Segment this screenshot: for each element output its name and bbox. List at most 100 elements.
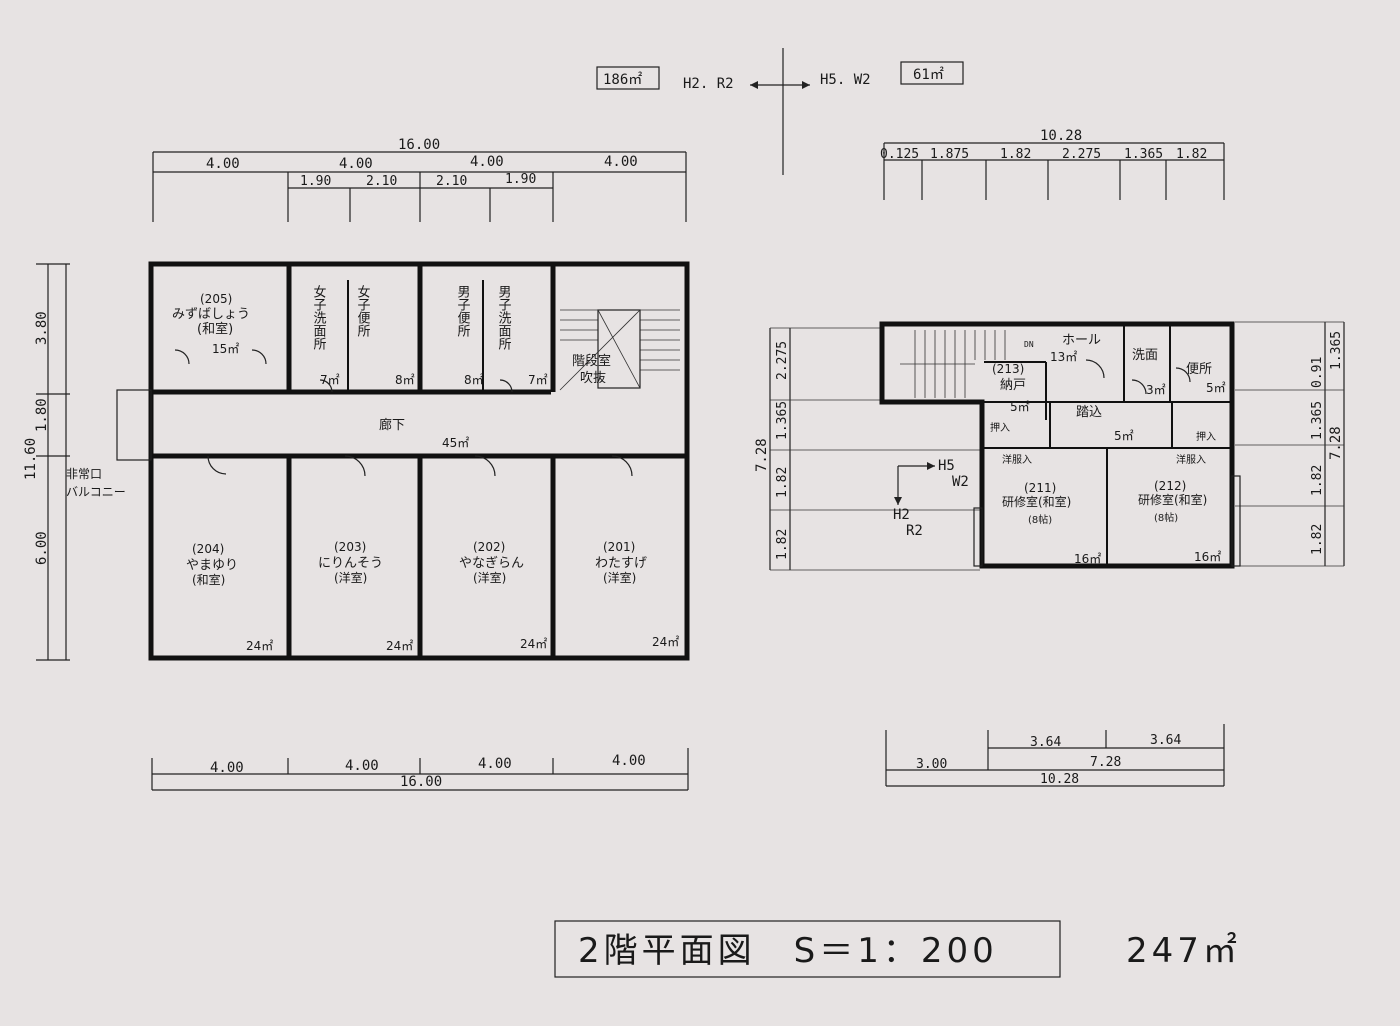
svg-text:R2: R2 <box>906 523 923 539</box>
storage-area: 5㎡ <box>1010 400 1030 414</box>
women-wc-label: 女子便所 <box>355 284 371 337</box>
svg-text:0.125: 0.125 <box>880 147 919 162</box>
room-201: (201) わたすげ (洋室) 24㎡ <box>595 540 679 649</box>
svg-text:24㎡: 24㎡ <box>520 637 547 651</box>
svg-text:1.875: 1.875 <box>930 147 969 162</box>
svg-text:H2: H2 <box>893 507 910 523</box>
right-dims-left: 7.28 2.275 1.365 1.82 1.82 <box>754 327 980 571</box>
svg-text:1.90: 1.90 <box>505 172 536 187</box>
section-marker: H5 W2 H2 R2 <box>893 458 969 539</box>
top-right-area: 61㎡ <box>913 67 944 83</box>
svg-text:みずばしょう: みずばしょう <box>172 307 250 322</box>
svg-text:1.82: 1.82 <box>1310 524 1325 555</box>
svg-text:(洋室): (洋室) <box>334 570 367 585</box>
svg-text:6.00: 6.00 <box>34 531 50 565</box>
svg-text:研修室(和室): 研修室(和室) <box>1002 494 1071 509</box>
svg-text:10.28: 10.28 <box>1040 128 1082 144</box>
women-wc-area: 8㎡ <box>395 373 415 387</box>
svg-text:7.28: 7.28 <box>754 438 770 472</box>
men-wc-area: 8㎡ <box>464 373 484 387</box>
svg-text:(205): (205) <box>200 292 232 306</box>
room-203: (203) にりんそう (洋室) 24㎡ <box>318 540 413 653</box>
corridor-area: 45㎡ <box>442 436 469 450</box>
wash-label: 洗面 <box>1132 348 1158 363</box>
svg-text:(8帖): (8帖) <box>1028 513 1052 526</box>
svg-text:1.82: 1.82 <box>775 529 790 560</box>
left-dims-top: 16.00 4.00 4.00 4.00 4.00 1.90 2.10 2.10… <box>152 137 687 222</box>
room-211: (211) 研修室(和室) (8帖) 16㎡ <box>1002 481 1101 566</box>
svg-text:(8帖): (8帖) <box>1154 511 1178 524</box>
svg-text:4.00: 4.00 <box>339 156 373 172</box>
svg-text:16㎡: 16㎡ <box>1074 552 1101 566</box>
svg-text:にりんそう: にりんそう <box>318 556 383 571</box>
top-left-code: H2. R2 <box>683 76 734 92</box>
svg-text:1.365: 1.365 <box>1124 147 1163 162</box>
tsumikomi-label: 踏込 <box>1076 405 1102 420</box>
storage-num: (213) <box>992 362 1024 376</box>
svg-text:7.28: 7.28 <box>1090 755 1121 770</box>
wc-area: 5㎡ <box>1206 381 1226 395</box>
svg-text:7.28: 7.28 <box>1328 426 1344 460</box>
right-dims-top: 10.28 0.125 1.875 1.82 2.275 1.365 1.82 <box>880 128 1225 200</box>
svg-text:(212): (212) <box>1154 479 1186 493</box>
svg-text:(洋室): (洋室) <box>473 570 506 585</box>
svg-text:15㎡: 15㎡ <box>212 342 239 356</box>
svg-text:16.00: 16.00 <box>400 774 442 790</box>
men-wash-area: 7㎡ <box>528 373 548 387</box>
svg-text:1.82: 1.82 <box>1000 147 1031 162</box>
area-box-right <box>900 61 964 85</box>
svg-text:3.80: 3.80 <box>34 311 50 345</box>
svg-text:16㎡: 16㎡ <box>1194 550 1221 564</box>
room-205: (205) みずばしょう (和室) 15㎡ <box>172 292 250 356</box>
svg-text:研修室(和室): 研修室(和室) <box>1138 492 1207 507</box>
area-box-left <box>596 66 660 90</box>
left-dims-bottom: 4.00 4.00 4.00 4.00 16.00 <box>151 748 689 791</box>
women-wash-area: 7㎡ <box>320 373 340 387</box>
svg-text:4.00: 4.00 <box>604 154 638 170</box>
room-212: (212) 研修室(和室) (8帖) 16㎡ <box>1138 479 1221 564</box>
svg-text:2.275: 2.275 <box>775 341 790 380</box>
svg-text:24㎡: 24㎡ <box>386 639 413 653</box>
svg-text:1.82: 1.82 <box>775 467 790 498</box>
svg-text:1.90: 1.90 <box>300 174 331 189</box>
women-wash-label: 女子洗面所 <box>311 284 327 350</box>
men-wc-label: 男子便所 <box>455 285 471 337</box>
svg-text:24㎡: 24㎡ <box>246 639 273 653</box>
left-dims-side: 11.60 3.80 1.80 6.00 <box>23 263 70 661</box>
svg-text:(201): (201) <box>603 540 635 554</box>
corridor-label: 廊下 <box>379 417 405 433</box>
youdan-right: 洋服入 <box>1176 453 1206 466</box>
svg-text:2.10: 2.10 <box>366 174 397 189</box>
svg-text:0.91: 0.91 <box>1310 357 1325 388</box>
svg-text:4.00: 4.00 <box>210 760 244 776</box>
svg-text:4.00: 4.00 <box>470 154 504 170</box>
svg-text:W2: W2 <box>952 474 969 490</box>
svg-text:(211): (211) <box>1024 481 1056 495</box>
storage-label: 納戸 <box>1000 378 1026 393</box>
right-dims-bottom: 3.64 3.64 3.00 7.28 10.28 <box>885 724 1225 787</box>
right-plan-walls <box>879 321 1241 569</box>
stair-label-2: 吹抜 <box>580 370 606 386</box>
men-wash-label: 男子洗面所 <box>496 285 512 350</box>
svg-text:1.365: 1.365 <box>775 401 790 440</box>
svg-text:10.28: 10.28 <box>1040 772 1079 787</box>
svg-text:24㎡: 24㎡ <box>652 635 679 649</box>
svg-text:4.00: 4.00 <box>478 756 512 772</box>
stair-label-1: 階段室 <box>572 353 611 369</box>
svg-text:3.64: 3.64 <box>1030 735 1061 750</box>
total-area: 247㎡ <box>1126 931 1241 971</box>
left-plan-walls <box>116 261 690 661</box>
room-202: (202) やなぎらん (洋室) 24㎡ <box>459 540 547 651</box>
svg-text:2.10: 2.10 <box>436 174 467 189</box>
title-box <box>554 920 1061 978</box>
svg-text:(204): (204) <box>192 542 224 556</box>
svg-text:(202): (202) <box>473 540 505 554</box>
right-dims-right: 1.365 1.365 0.91 1.82 1.82 7.28 <box>1235 321 1345 567</box>
svg-text:3.00: 3.00 <box>916 757 947 772</box>
tsumikomi-area: 5㎡ <box>1114 429 1134 443</box>
svg-text:(洋室): (洋室) <box>603 570 636 585</box>
svg-text:4.00: 4.00 <box>612 753 646 769</box>
svg-text:わたすげ: わたすげ <box>595 556 647 571</box>
oshiire-left: 押入 <box>990 421 1010 434</box>
